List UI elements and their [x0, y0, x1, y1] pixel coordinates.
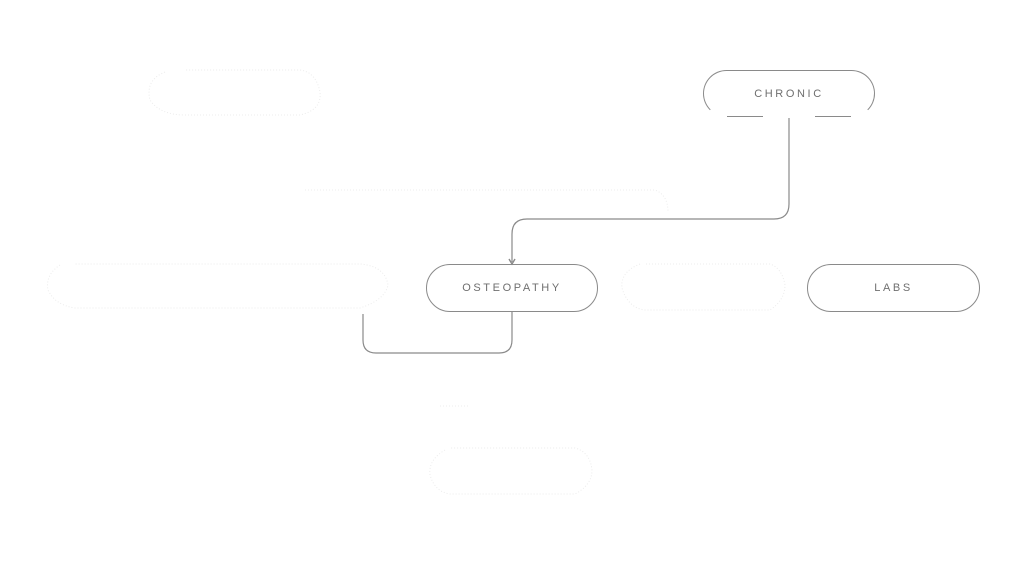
edge-osteopathy-loop[interactable]: [362, 312, 513, 354]
ghost-node-bottom: [429, 447, 593, 495]
node-labs[interactable]: LABS: [807, 264, 980, 312]
ghost-line-top: [305, 189, 669, 213]
ghost-layer: [47, 69, 786, 495]
connector-layer: [362, 118, 790, 354]
ghost-node-left: [47, 263, 389, 309]
edge-chronic-to-osteopathy[interactable]: [511, 118, 790, 262]
ghost-node-top-left: [148, 69, 321, 116]
node-osteopathy[interactable]: OSTEOPATHY: [426, 264, 598, 312]
node-chronic-label: CHRONIC: [754, 87, 824, 100]
node-labs-label: LABS: [874, 282, 913, 294]
node-chronic[interactable]: CHRONIC: [703, 70, 875, 117]
ghost-node-middle-right: [621, 263, 786, 311]
node-osteopathy-label: OSTEOPATHY: [462, 282, 562, 294]
